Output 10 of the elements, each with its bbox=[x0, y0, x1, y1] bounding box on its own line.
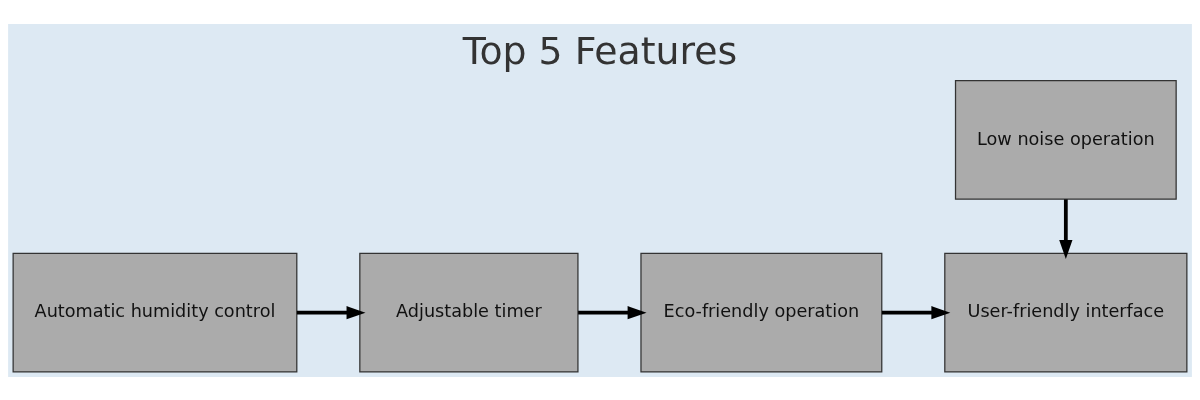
node-box: Low noise operation bbox=[954, 79, 1177, 200]
node-box: Automatic humidity control bbox=[12, 252, 298, 373]
node-box: Eco-friendly operation bbox=[640, 252, 883, 373]
diagram-title: Top 5 Features bbox=[462, 28, 738, 73]
node-box: Adjustable timer bbox=[359, 252, 579, 373]
arrow bbox=[881, 305, 951, 319]
arrow bbox=[1059, 198, 1073, 259]
arrow bbox=[296, 305, 366, 319]
arrow bbox=[578, 305, 647, 319]
node-box: User-friendly interface bbox=[944, 252, 1188, 373]
